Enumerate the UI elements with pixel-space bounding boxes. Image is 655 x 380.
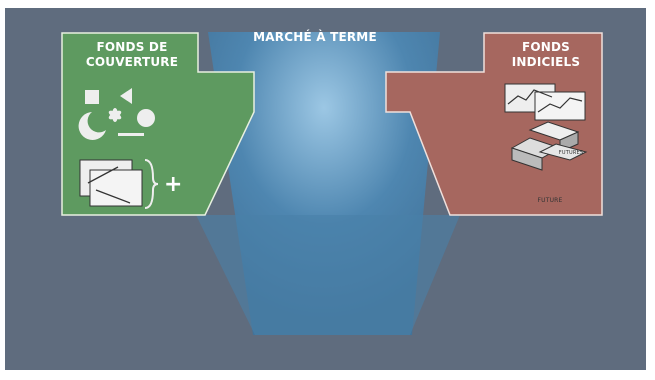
line-icon [118,133,144,136]
stock-chart-icon [504,83,586,121]
index-funds-box [385,32,603,216]
brace-icon [144,159,159,209]
chart-card-icon [79,159,143,207]
funnel-bottom [196,215,460,335]
square-icon [85,90,99,104]
flower-icon [108,108,122,122]
circle-icon [137,109,155,127]
diagram-title: MARCHÉ À TERME [253,30,377,44]
future-label: FUTURE [537,197,563,204]
stacked-blocks-icon [510,121,588,171]
plus-sign: + [164,172,182,197]
crescent-icon [78,112,106,140]
triangle-icon [120,88,132,104]
futures-label: FUTURES [558,150,584,156]
hedge-funds-title: FONDS DE COUVERTURE [85,40,179,69]
index-funds-title: FONDS INDICIELS [511,40,581,69]
